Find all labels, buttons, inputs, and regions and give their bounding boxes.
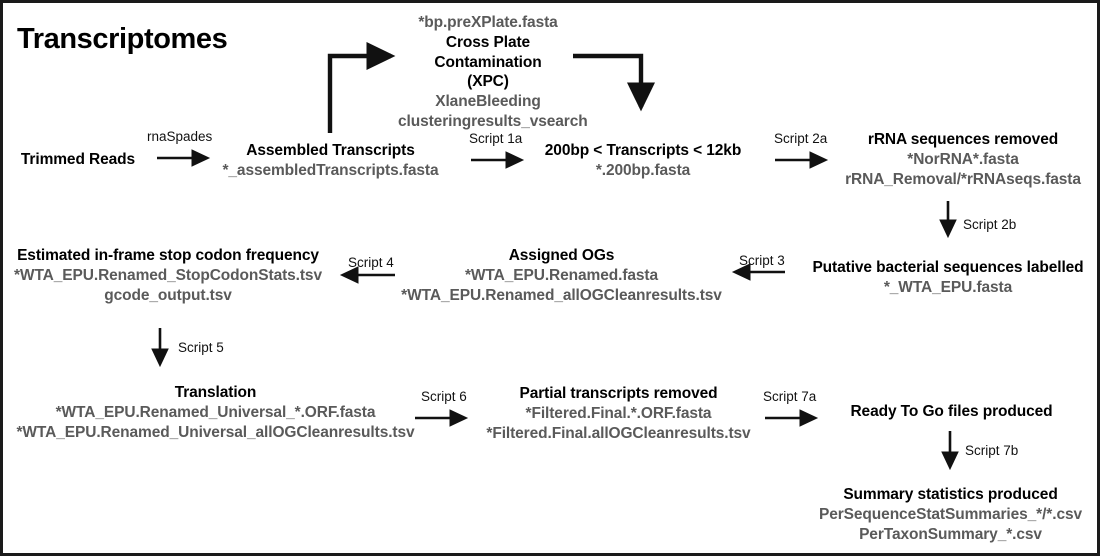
summary-stats-file-pertaxon: PerTaxonSummary_*.csv bbox=[859, 525, 1042, 543]
edge-label-script-5: Script 5 bbox=[178, 340, 224, 355]
arrow-script-5 bbox=[151, 328, 169, 376]
edge-label-script-7a: Script 7a bbox=[763, 389, 817, 404]
edge-label-script-2b: Script 2b bbox=[963, 217, 1017, 232]
arrow-rnaspades bbox=[157, 149, 221, 167]
arrow-xpc-to-size-filter bbox=[569, 49, 659, 129]
stop-codon-file-gcode: gcode_output.tsv bbox=[104, 286, 232, 304]
page-title: Transcriptomes bbox=[17, 23, 228, 55]
node-cross-plate-contamination: *bp.preXPlate.fasta Cross Plate Contamin… bbox=[398, 13, 588, 132]
node-summary-statistics: Summary statistics produced PerSequenceS… bbox=[803, 485, 1097, 544]
node-assembled-transcripts: Assembled Transcripts *_assembledTranscr… bbox=[208, 141, 453, 181]
edge-label-script-1a: Script 1a bbox=[469, 131, 523, 146]
summary-stats-file-persequence: PerSequenceStatSummaries_*/*.csv bbox=[818, 505, 1083, 523]
node-ready-to-go: Ready To Go files produced bbox=[829, 402, 1074, 422]
node-partial-transcripts-removed: Partial transcripts removed *Filtered.Fi… bbox=[471, 384, 766, 443]
arrow-script-3 bbox=[729, 263, 793, 281]
stop-codon-title: Estimated in-frame stop codon frequency bbox=[17, 247, 319, 264]
assigned-ogs-title: Assigned OGs bbox=[508, 247, 615, 264]
rrna-removed-file-norrna: *NorRNA*.fasta bbox=[907, 150, 1019, 168]
xpc-title-line2: Contamination bbox=[434, 53, 542, 71]
xpc-file-xlanebleeding: XlaneBleeding bbox=[435, 93, 541, 111]
node-translation: Translation *WTA_EPU.Renamed_Universal_*… bbox=[3, 383, 428, 442]
assigned-ogs-file-renamed: *WTA_EPU.Renamed.fasta bbox=[464, 266, 659, 284]
node-assigned-ogs: Assigned OGs *WTA_EPU.Renamed.fasta *WTA… bbox=[399, 246, 724, 305]
edge-label-rnaspades: rnaSpades bbox=[147, 129, 213, 144]
assigned-ogs-file-allog: *WTA_EPU.Renamed_allOGCleanresults.tsv bbox=[401, 286, 722, 304]
arrow-script-7b bbox=[941, 431, 959, 479]
arrow-assembled-to-xpc bbox=[323, 41, 413, 135]
partial-removed-file-orf: *Filtered.Final.*.ORF.fasta bbox=[525, 404, 712, 422]
assembled-transcripts-file: *_assembledTranscripts.fasta bbox=[222, 161, 439, 179]
arrow-script-2b bbox=[939, 201, 957, 249]
xpc-file-prexplate: *bp.preXPlate.fasta bbox=[418, 14, 558, 31]
arrow-script-4 bbox=[337, 266, 401, 284]
edge-label-script-6: Script 6 bbox=[421, 389, 467, 404]
edge-label-script-4: Script 4 bbox=[348, 255, 394, 270]
node-stop-codon-frequency: Estimated in-frame stop codon frequency … bbox=[3, 246, 333, 305]
size-filter-title: 200bp < Transcripts < 12kb bbox=[544, 142, 742, 159]
trimmed-reads-title: Trimmed Reads bbox=[20, 151, 136, 168]
summary-stats-title: Summary statistics produced bbox=[843, 486, 1058, 503]
translation-file-allog: *WTA_EPU.Renamed_Universal_allOGCleanres… bbox=[16, 423, 415, 441]
node-rrna-removed: rRNA sequences removed *NorRNA*.fasta rR… bbox=[833, 130, 1093, 189]
translation-file-orf: *WTA_EPU.Renamed_Universal_*.ORF.fasta bbox=[55, 403, 376, 421]
xpc-title-line3: (XPC) bbox=[467, 73, 509, 91]
arrow-script-2a bbox=[775, 151, 839, 169]
rrna-removed-title: rRNA sequences removed bbox=[867, 131, 1059, 148]
arrow-script-7a bbox=[765, 409, 829, 427]
translation-title: Translation bbox=[174, 384, 257, 401]
partial-removed-file-allog: *Filtered.Final.allOGCleanresults.tsv bbox=[486, 424, 751, 442]
assembled-transcripts-title: Assembled Transcripts bbox=[246, 142, 415, 159]
edge-label-script-2a: Script 2a bbox=[774, 131, 828, 146]
xpc-file-clusteringresults: clusteringresults_vsearch bbox=[398, 113, 588, 131]
size-filter-file: *.200bp.fasta bbox=[595, 161, 691, 179]
xpc-title-line1: Cross Plate bbox=[445, 33, 531, 51]
putative-bacterial-file: *_WTA_EPU.fasta bbox=[883, 278, 1013, 296]
node-trimmed-reads: Trimmed Reads bbox=[13, 150, 143, 170]
edge-label-script-7b: Script 7b bbox=[965, 443, 1019, 458]
node-putative-bacterial: Putative bacterial sequences labelled *_… bbox=[803, 258, 1093, 298]
arrow-script-6 bbox=[415, 409, 479, 427]
rrna-removed-file-rrnaseqs: rRNA_Removal/*rRNAseqs.fasta bbox=[845, 170, 1081, 188]
partial-removed-title: Partial transcripts removed bbox=[519, 385, 718, 402]
arrow-script-1a bbox=[471, 151, 535, 169]
putative-bacterial-title: Putative bacterial sequences labelled bbox=[812, 259, 1084, 276]
stop-codon-file-stats: *WTA_EPU.Renamed_StopCodonStats.tsv bbox=[14, 266, 322, 284]
ready-to-go-title: Ready To Go files produced bbox=[850, 403, 1053, 420]
node-size-filter: 200bp < Transcripts < 12kb *.200bp.fasta bbox=[528, 141, 758, 181]
